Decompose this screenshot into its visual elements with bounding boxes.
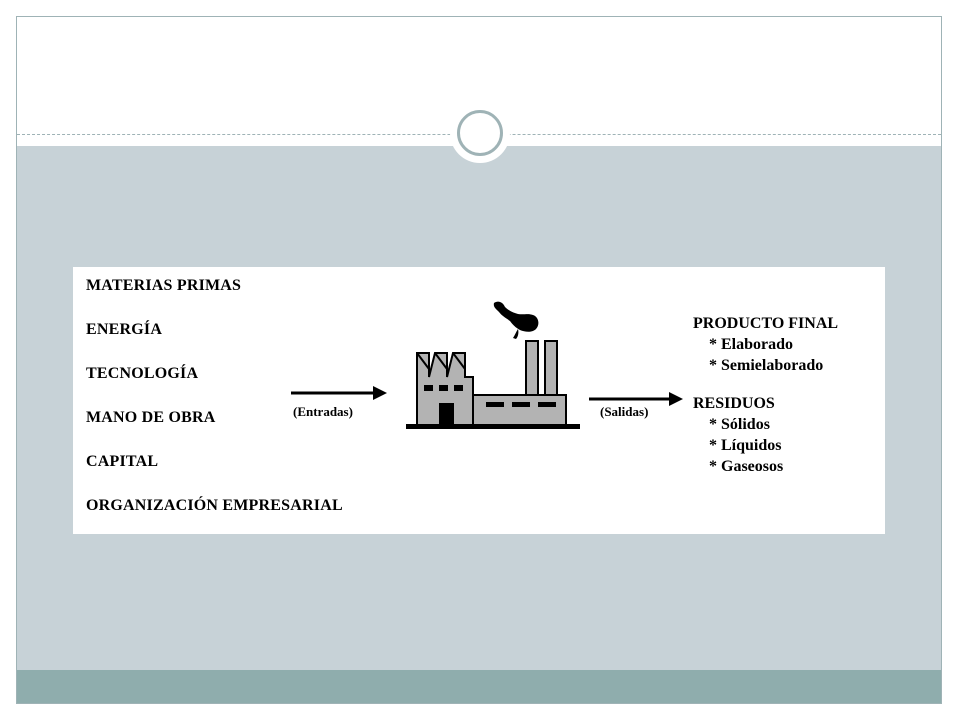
waste-item: * Líquidos — [709, 437, 782, 454]
input-item: CAPITAL — [86, 453, 159, 470]
output-arrow-icon — [589, 392, 683, 406]
input-item: MANO DE OBRA — [86, 409, 216, 426]
input-item: TECNOLOGÍA — [86, 365, 199, 382]
footer-band — [17, 670, 941, 703]
final-product-heading: PRODUCTO FINAL — [693, 315, 839, 332]
waste-heading: RESIDUOS — [693, 395, 775, 412]
waste-item: * Gaseosos — [709, 458, 784, 475]
input-item: MATERIAS PRIMAS — [86, 277, 242, 294]
inputs-list: MATERIAS PRIMAS ENERGÍA TECNOLOGÍA MANO … — [86, 277, 343, 541]
final-product-item: * Semielaborado — [709, 357, 824, 374]
outputs-arrow-label: (Salidas) — [600, 404, 649, 419]
process-diagram: MATERIAS PRIMAS ENERGÍA TECNOLOGÍA MANO … — [73, 267, 885, 534]
inputs-arrow-label: (Entradas) — [293, 404, 353, 419]
input-arrow-icon — [291, 386, 387, 400]
divider-circle-ornament — [450, 103, 510, 163]
outputs-block: PRODUCTO FINAL * Elaborado * Semielabora… — [693, 313, 838, 477]
smoke-icon — [493, 301, 539, 332]
input-item: ORGANIZACIÓN EMPRESARIAL — [86, 497, 343, 514]
input-item: ENERGÍA — [86, 321, 163, 338]
waste-item: * Sólidos — [709, 416, 770, 433]
divider-ring — [457, 110, 503, 156]
factory-icon — [406, 301, 580, 429]
final-product-item: * Elaborado — [709, 336, 794, 353]
